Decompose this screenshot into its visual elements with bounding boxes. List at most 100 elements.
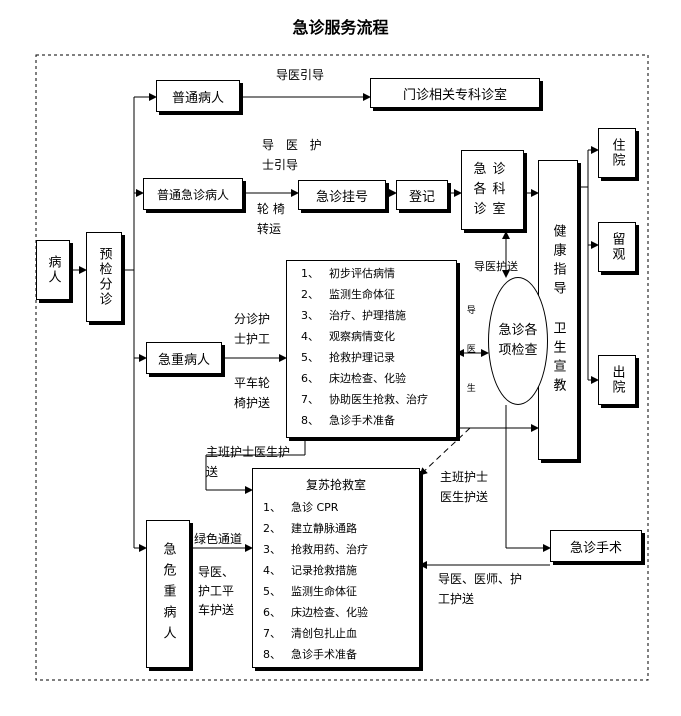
step-text: 床边检查、化验: [291, 606, 368, 619]
label-main-nurse-a: 主班护士医生护: [206, 445, 291, 459]
label-cart-a: 平车轮: [234, 376, 271, 390]
step-number: 3、: [301, 309, 319, 322]
step-number: 4、: [301, 330, 319, 343]
step-item: 7、清创包扎止血: [263, 623, 419, 644]
step-text: 监测生命体征: [329, 288, 395, 301]
hospitalize-label: 住院: [609, 138, 625, 168]
specialty-rooms-box: 急诊各科诊室: [461, 150, 524, 230]
observe-label: 留观: [609, 232, 625, 262]
resus-room-title: 复苏抢救室: [305, 478, 366, 492]
label-green: 绿色通道: [194, 532, 243, 546]
step-text: 治疗、护理措施: [329, 309, 406, 322]
label-wheel-b: 转运: [257, 222, 282, 236]
label-wheel-a: 轮 椅: [257, 202, 285, 216]
surgery-box: 急诊手术: [550, 530, 642, 562]
patient-box: 病人: [36, 240, 70, 300]
step-text: 抢救护理记录: [329, 351, 395, 364]
step-item: 5、监测生命体征: [263, 581, 419, 602]
critical-patient-box: 急重病人: [146, 342, 222, 374]
step-item: 6、床边检查、化验: [263, 602, 419, 623]
registration-box: 急诊挂号: [298, 180, 386, 210]
step-number: 1、: [263, 501, 281, 514]
label-fen-a: 分诊护: [234, 312, 271, 326]
normal-patient-label: 普通病人: [171, 90, 224, 106]
label-guide-escort: 导医护送: [474, 260, 518, 273]
step-item: 2、监测生命体征: [301, 284, 456, 305]
page-title: 急诊服务流程: [292, 18, 389, 37]
label-dy-a: 导医、: [198, 565, 235, 579]
label-guide1: 导医引导: [276, 68, 325, 82]
hospitalize-box: 住院: [598, 128, 636, 178]
label-side-small: 导 医 生: [464, 305, 475, 402]
label-fen-b: 士护工: [234, 332, 271, 346]
exams-label: 急诊各项检查: [498, 323, 538, 358]
step-item: 3、治疗、护理措施: [301, 305, 456, 326]
step-text: 清创包扎止血: [291, 627, 357, 640]
label-mn2-a: 主班护士: [440, 470, 489, 484]
registration-label: 急诊挂号: [315, 189, 368, 205]
step-item: 6、床边检查、化验: [301, 368, 456, 389]
step-text: 床边检查、化验: [329, 372, 406, 385]
step-number: 8、: [301, 414, 319, 427]
step-text: 初步评估病情: [329, 267, 395, 280]
label-cart-b: 椅护送: [234, 396, 271, 410]
triage-label: 预检分诊: [96, 247, 112, 307]
step-number: 5、: [263, 585, 281, 598]
label-guide2a: 导 医 护: [262, 138, 326, 152]
normal-emergency-label: 普通急诊病人: [156, 187, 229, 202]
step-item: 3、抢救用药、治疗: [263, 539, 419, 560]
label-bottom-b: 工护送: [438, 592, 475, 606]
very-critical-label: 急危重病人: [160, 541, 176, 647]
critical-patient-label: 急重病人: [157, 352, 210, 368]
outpatient-box: 门诊相关专科诊室: [370, 78, 540, 108]
step-number: 7、: [263, 627, 281, 640]
health-guide-label: 健康指导 卫生宣教: [550, 223, 566, 397]
step-text: 协助医生抢救、治疗: [329, 393, 428, 406]
label-main-nurse-b: 送: [206, 465, 219, 479]
discharge-label: 出院: [609, 365, 625, 395]
record-box: 登记: [396, 180, 448, 210]
step-item: 1、急诊 CPR: [263, 497, 419, 518]
normal-patient-box: 普通病人: [156, 80, 240, 112]
step-item: 5、抢救护理记录: [301, 347, 456, 368]
step-number: 2、: [301, 288, 319, 301]
step-number: 7、: [301, 393, 319, 406]
exams-ellipse: 急诊各项检查: [488, 277, 548, 405]
step-number: 3、: [263, 543, 281, 556]
discharge-box: 出院: [598, 355, 636, 405]
observe-box: 留观: [598, 222, 636, 272]
patient-label: 病人: [45, 255, 61, 285]
outpatient-label: 门诊相关专科诊室: [402, 87, 507, 103]
surgery-label: 急诊手术: [569, 540, 622, 556]
specialty-rooms-label: 急诊各科诊室: [473, 162, 512, 217]
step-text: 记录抢救措施: [291, 564, 357, 577]
step-text: 监测生命体征: [291, 585, 357, 598]
step-text: 急诊 CPR: [291, 501, 339, 514]
step-item: 8、急诊手术准备: [301, 410, 456, 431]
step-item: 2、建立静脉通路: [263, 518, 419, 539]
step-item: 4、观察病情变化: [301, 326, 456, 347]
label-mn2-b: 医生护送: [440, 490, 489, 504]
label-bottom-a: 导医、医师、护: [438, 572, 523, 586]
step-item: 7、协助医生抢救、治疗: [301, 389, 456, 410]
triage-box: 预检分诊: [86, 232, 122, 322]
step-number: 8、: [263, 648, 281, 661]
step-number: 5、: [301, 351, 319, 364]
step-number: 1、: [301, 267, 319, 280]
step-item: 1、初步评估病情: [301, 263, 456, 284]
step-text: 急诊手术准备: [329, 414, 395, 427]
step-number: 4、: [263, 564, 281, 577]
step-text: 建立静脉通路: [291, 522, 357, 535]
step-text: 观察病情变化: [329, 330, 395, 343]
step-item: 4、记录抢救措施: [263, 560, 419, 581]
label-dy-c: 车护送: [198, 603, 235, 617]
step-number: 2、: [263, 522, 281, 535]
step-number: 6、: [301, 372, 319, 385]
step-number: 6、: [263, 606, 281, 619]
step-text: 抢救用药、治疗: [291, 543, 368, 556]
